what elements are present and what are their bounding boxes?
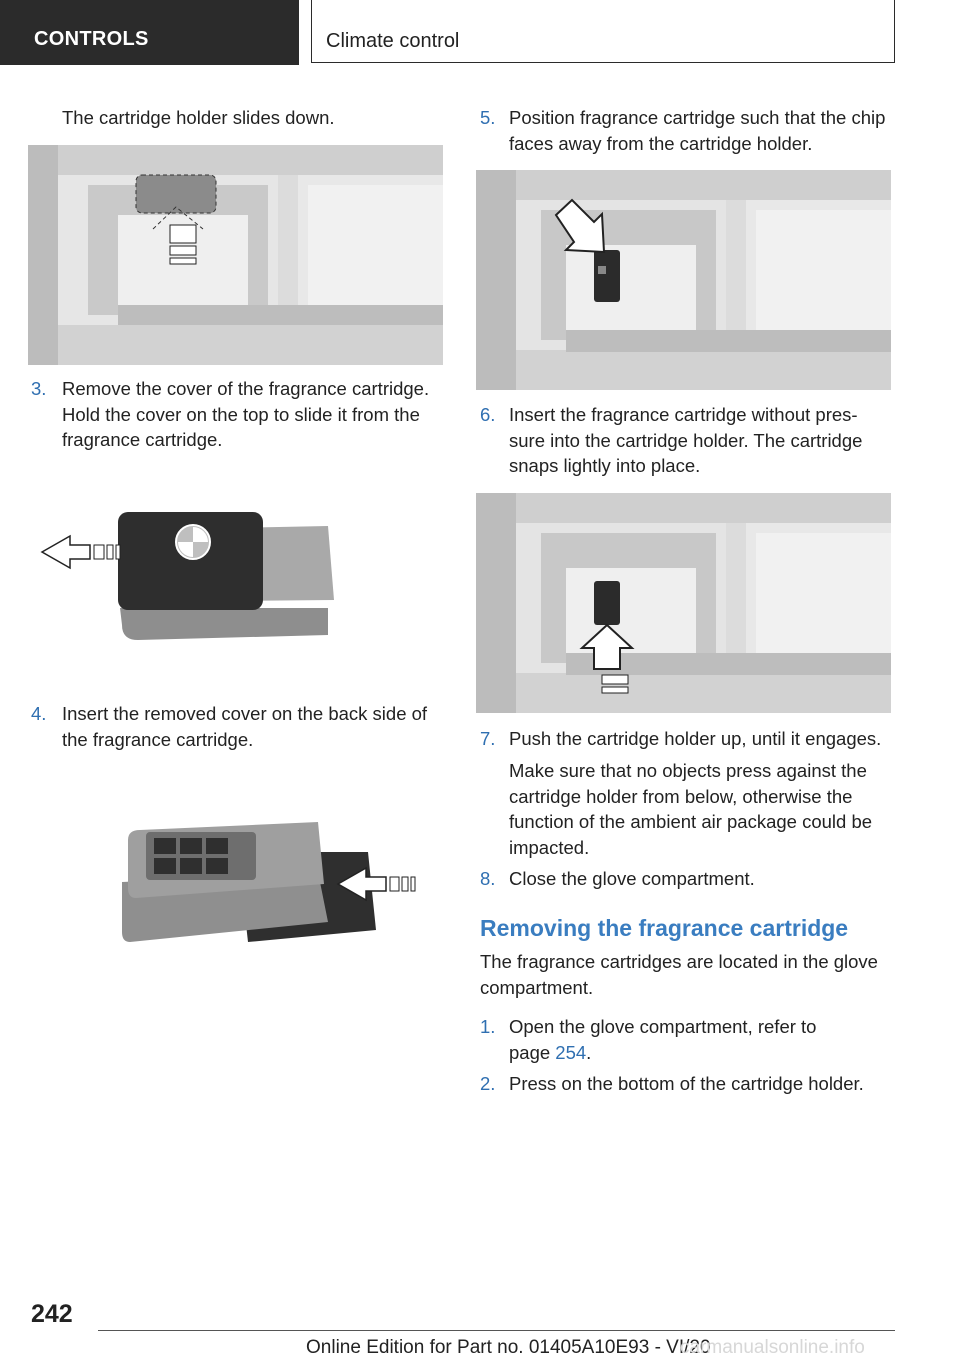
figure-insert-cover-back <box>118 812 418 952</box>
step-7-note: Make sure that no objects press against … <box>509 760 873 858</box>
step-5-text: Position fragrance cartridge such that t… <box>509 107 886 154</box>
step-8-text: Close the glove compartment. <box>509 868 755 889</box>
step-4-text: Insert the removed cover on the back sid… <box>62 703 428 750</box>
footer-divider <box>98 1330 895 1331</box>
step-8-number: 8. <box>480 868 496 889</box>
header-chapter-label: Climate control <box>326 30 460 52</box>
header-section-label: CONTROLS <box>34 28 149 50</box>
removal-step-1-text-before: Open the glove compartment, refer to pag… <box>509 1016 817 1063</box>
figure-remove-cover <box>38 500 338 645</box>
header-chapter-box: Climate control <box>311 0 895 63</box>
step-7-number: 7. <box>480 728 496 749</box>
page-number: 242 <box>31 1300 73 1328</box>
removal-step-1-number: 1. <box>480 1016 496 1037</box>
step-7-text: Push the cartridge holder up, until it e… <box>509 728 882 749</box>
step-3-text: Remove the cover of the fragrance cartri… <box>62 378 430 450</box>
step-6-number: 6. <box>480 404 496 425</box>
section-intro: The fragrance cartridges are located in … <box>480 951 878 998</box>
figure-holder-slides-down <box>28 145 443 365</box>
page-link-254[interactable]: 254 <box>555 1041 587 1063</box>
removal-step-1-text-after: . <box>586 1041 592 1063</box>
step-6-text: Insert the fragrance cartridge without p… <box>509 404 863 476</box>
step-3-number: 3. <box>31 378 47 399</box>
section-title: Removing the fragrance cartridge <box>480 915 849 941</box>
removal-step-1-text: Open the glove compartment, refer to pag… <box>509 1014 849 1065</box>
footer-edition: Online Edition for Part no. 01405A10E93 … <box>306 1337 711 1358</box>
removal-step-2-text: Press on the bottom of the cartridge hol… <box>509 1073 864 1094</box>
removal-step-2-number: 2. <box>480 1073 496 1094</box>
intro-text: The cartridge holder slides down. <box>62 107 335 128</box>
figure-position-cartridge <box>476 170 891 390</box>
step-5-number: 5. <box>480 107 496 128</box>
header-section-tab: CONTROLS <box>0 0 299 65</box>
step-4-number: 4. <box>31 703 47 724</box>
figure-insert-cartridge <box>476 493 891 713</box>
watermark: carmanualsonline.info <box>680 1337 865 1358</box>
